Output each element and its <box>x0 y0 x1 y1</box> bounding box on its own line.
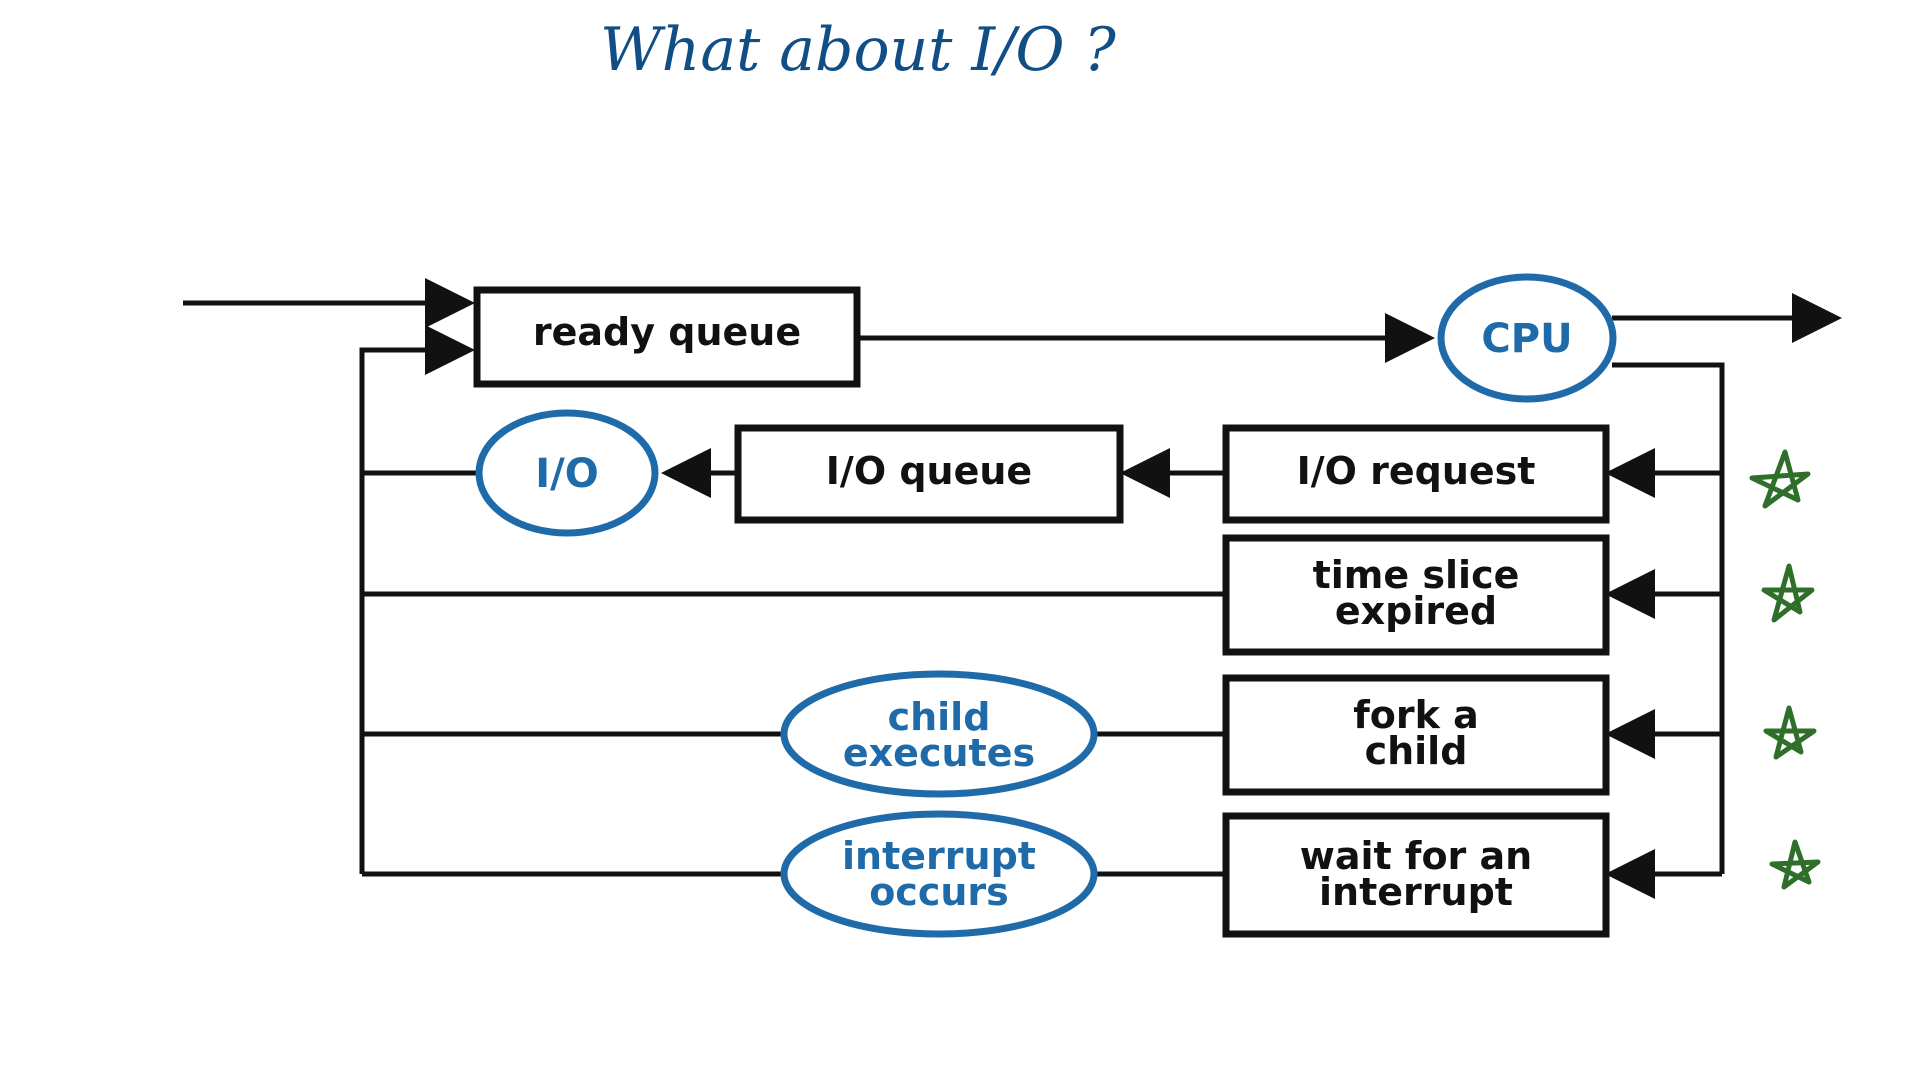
star-icon <box>1749 449 1811 509</box>
io-request-label: I/O request <box>1297 449 1536 493</box>
cpu-dispatch-bus <box>1612 362 1725 874</box>
io-request-box: I/O request <box>1222 424 1610 524</box>
fork-child-box: fork a child <box>1222 674 1610 796</box>
star-icon <box>1769 839 1821 890</box>
wait-label-line1: wait for an <box>1300 834 1532 878</box>
io-oval: I/O <box>475 409 659 537</box>
interrupt-occurs-label-line1: interrupt <box>842 834 1036 878</box>
io-label: I/O <box>535 451 599 497</box>
fork-label-line2: child <box>1365 729 1468 773</box>
time-slice-box: time slice expired <box>1222 534 1610 656</box>
ready-queue-box: ready queue <box>473 286 861 388</box>
child-executes-label-line2: executes <box>843 731 1035 775</box>
child-executes-label-line1: child <box>888 695 991 739</box>
return-bus <box>359 325 475 874</box>
wait-label-line2: interrupt <box>1319 870 1513 914</box>
star-annotations <box>1749 449 1821 890</box>
time-slice-label-line1: time slice <box>1313 553 1520 597</box>
child-executes-oval: child executes <box>780 670 1098 798</box>
interrupt-occurs-label-line2: occurs <box>869 870 1009 914</box>
fork-label-line1: fork a <box>1353 693 1479 737</box>
star-icon <box>1763 705 1817 760</box>
cpu-oval: CPU <box>1437 273 1617 403</box>
slide-title: What about I/O ? <box>600 15 1117 85</box>
cpu-label: CPU <box>1481 316 1572 362</box>
time-slice-label-line2: expired <box>1335 589 1497 633</box>
wait-interrupt-box: wait for an interrupt <box>1222 812 1610 938</box>
connector-lines <box>183 278 1842 899</box>
io-queue-box: I/O queue <box>734 424 1124 524</box>
interrupt-occurs-oval: interrupt occurs <box>780 810 1098 938</box>
ready-queue-label: ready queue <box>533 310 801 354</box>
io-queue-label: I/O queue <box>826 449 1032 493</box>
star-icon <box>1761 563 1815 623</box>
